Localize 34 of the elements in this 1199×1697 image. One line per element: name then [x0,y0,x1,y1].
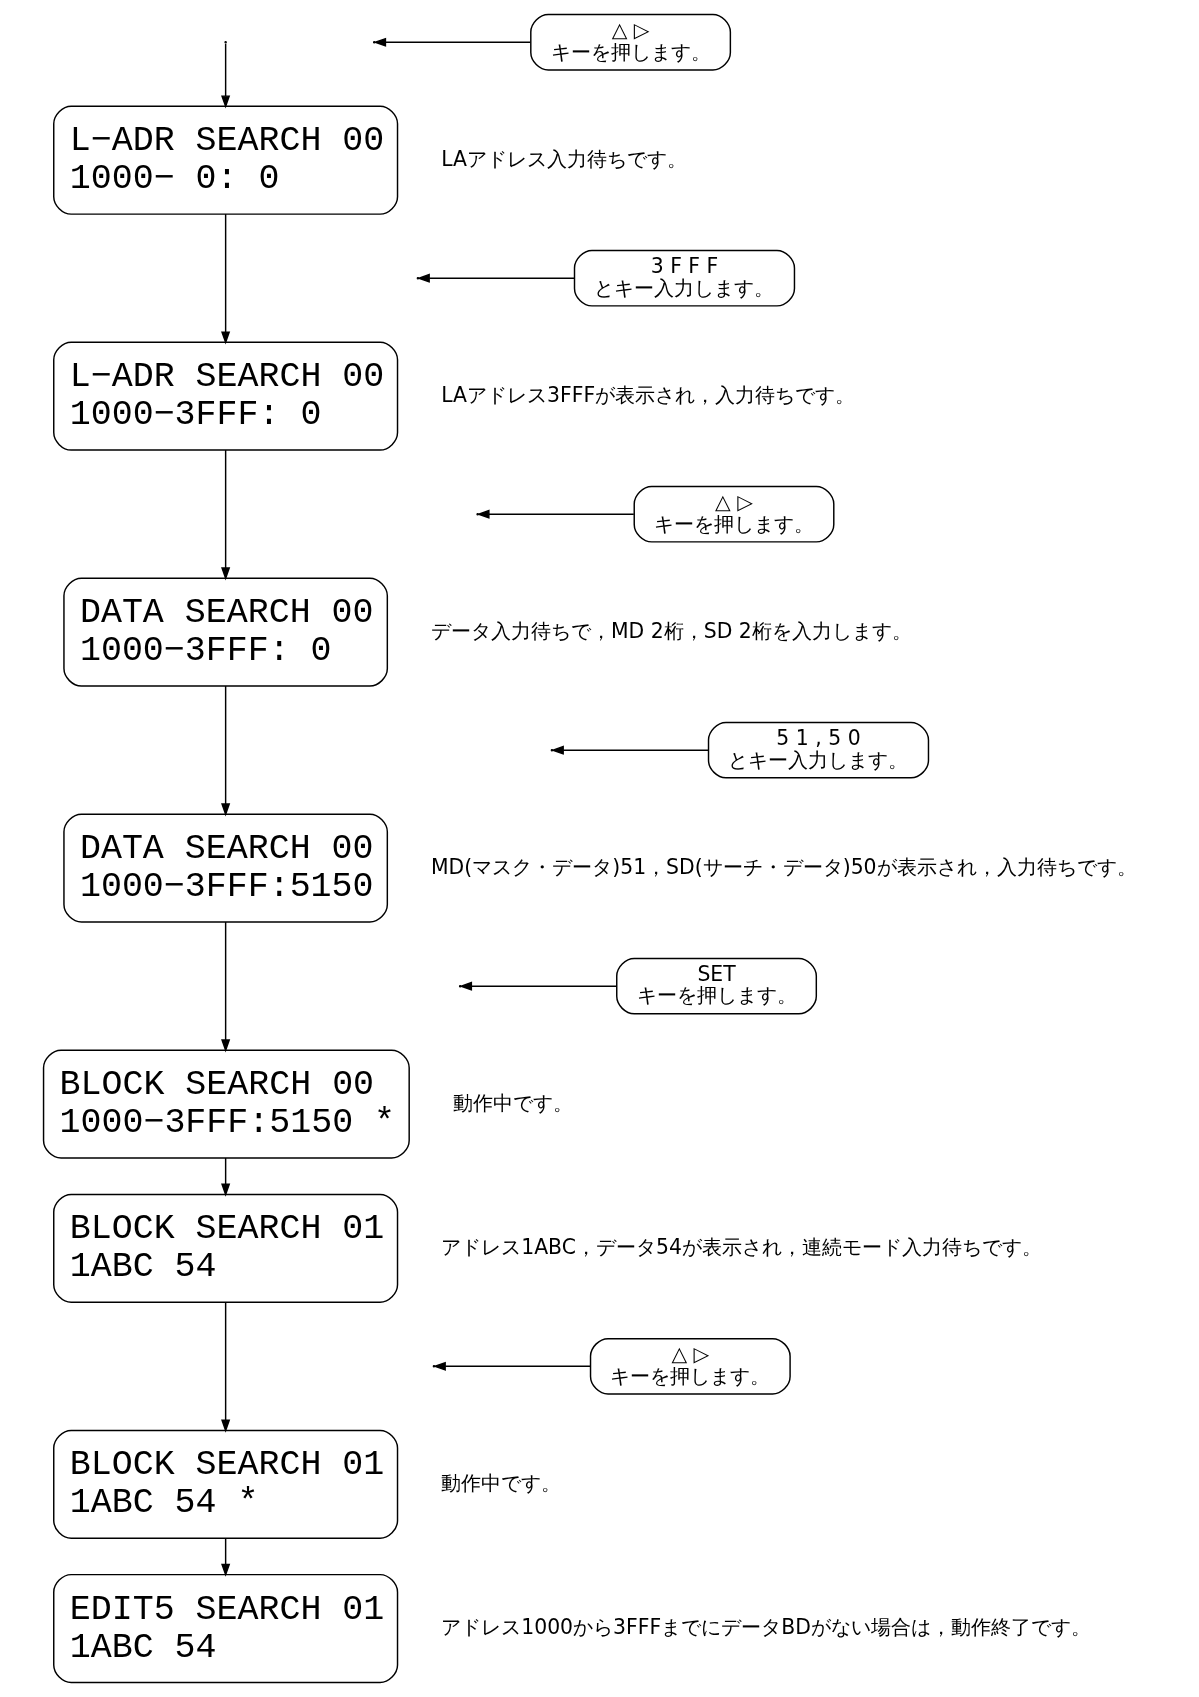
node-box: DATA SEARCH 00 1000−3FFF: 0 [62,577,388,687]
node-box: 5 1 , 5 0 とキー入力します。 [707,721,929,779]
arrow [220,685,230,817]
node-box: △ ▷ キーを押します。 [633,485,834,543]
node-box: L−ADR SEARCH 00 1000−3FFF: 0 [52,341,398,451]
node-label: アドレス1000から3FFFまでにデータBDがない場合は，動作終了です。 [440,1614,1091,1639]
node-box: DATA SEARCH 00 1000−3FFF:5150 [62,813,388,923]
arrow [220,921,230,1053]
node-box: △ ▷ キーを押します。 [529,13,731,71]
arrow [220,449,230,581]
arrow [220,213,230,345]
node-label: MD(マスク・データ)51，SD(サーチ・データ)50が表示され，入力待ちです。 [430,854,1137,879]
node-box: △ ▷ キーを押します。 [589,1337,791,1395]
node-label: 動作中です。 [452,1090,573,1115]
arrow [220,43,230,109]
node-box: BLOCK SEARCH 00 1000−3FFF:5150 * [42,1049,410,1159]
node-label: 動作中です。 [440,1470,561,1495]
arrow [220,1301,230,1433]
node-box: EDIT5 SEARCH 01 1ABC 54 [52,1573,398,1684]
node-box: BLOCK SEARCH 01 1ABC 54 [52,1193,398,1303]
node-box: SET キーを押します。 [615,957,817,1015]
node-label: データ入力待ちで，MD 2桁，SD 2桁を入力します。 [430,618,912,643]
node-label: LAアドレス3FFFが表示され，入力待ちです。 [440,382,855,407]
node-box: L−ADR SEARCH 00 1000− 0: 0 [52,105,398,215]
arrow [416,273,575,283]
node-label: アドレス1ABC，データ54が表示され，連続モード入力待ちです。 [440,1234,1042,1259]
arrow [550,745,709,755]
node-label: LAアドレス入力待ちです。 [440,146,687,171]
arrow [372,37,531,47]
arrow [458,981,617,991]
node-box: BLOCK SEARCH 01 1ABC 54 * [52,1429,398,1539]
arrow [220,1537,230,1577]
node-box: 3 F F F とキー入力します。 [573,249,795,307]
arrow [220,1157,230,1197]
